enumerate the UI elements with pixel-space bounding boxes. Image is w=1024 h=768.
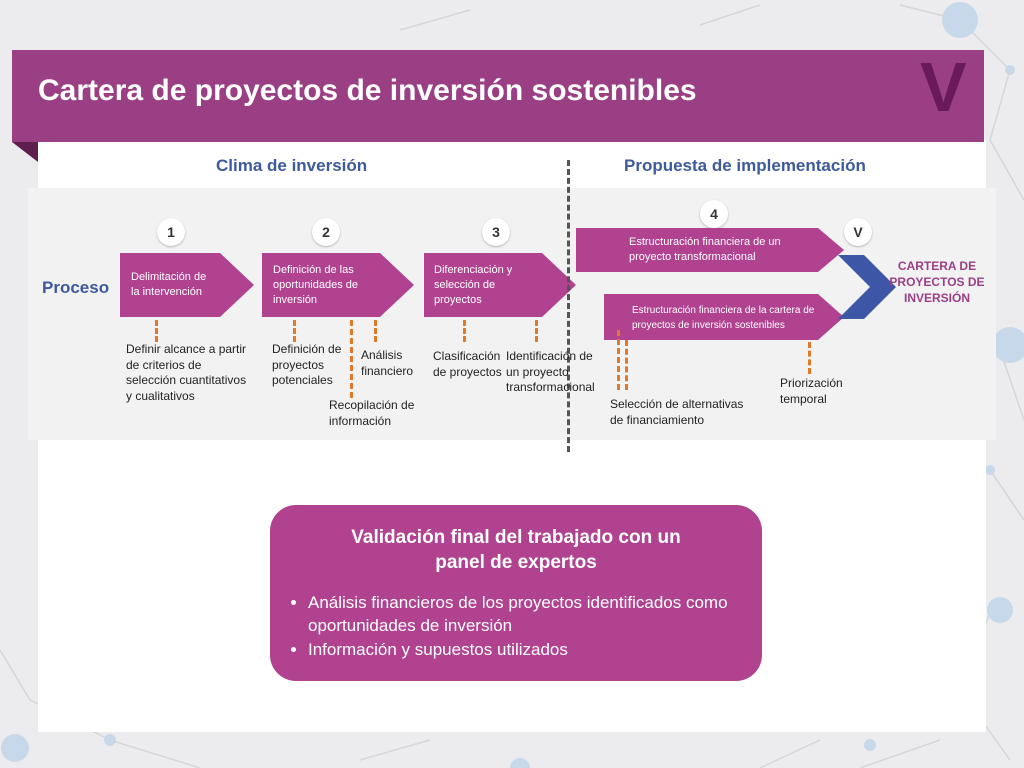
callout-bullet: Información y supuestos utilizados xyxy=(308,638,748,661)
final-arrow-icon xyxy=(838,255,896,319)
expert-validation-callout: Validación final del trabajado con un pa… xyxy=(270,505,762,681)
connector-4a-left xyxy=(617,330,620,390)
note-step-4b: Priorización temporal xyxy=(780,376,843,406)
connector-3a xyxy=(463,320,466,342)
note-step-3b: Identificación de un proyecto transforma… xyxy=(506,349,595,394)
step-4b-label: Estructuración financiera de la cartera … xyxy=(632,305,815,331)
note-step-3a: Clasificación de proyectos xyxy=(433,349,502,379)
connector-4b xyxy=(808,342,811,374)
page-title: Cartera de proyectos de inversión sosten… xyxy=(38,74,697,107)
callout-bullet: Análisis financieros de los proyectos id… xyxy=(308,591,748,637)
step-4a-label: Estructuración financiera de un proyecto… xyxy=(629,236,781,263)
section-numeral: V xyxy=(920,48,967,126)
step-1-label: Delimitación de la intervención xyxy=(131,271,207,298)
phase-divider xyxy=(567,160,570,452)
process-label: Proceso xyxy=(42,278,110,297)
note-step-1: Definir alcance a partir de criterios de… xyxy=(126,342,247,403)
title-banner xyxy=(12,50,984,142)
connector-2c xyxy=(350,320,353,398)
step-3-chevron: Diferenciación y selección de proyectos xyxy=(424,253,576,317)
connector-2a xyxy=(293,320,296,342)
step-2-label: Definición de las oportunidades de inver… xyxy=(273,264,359,306)
note-step-4a: Selección de alternativas de financiamie… xyxy=(610,397,744,427)
connector-1 xyxy=(155,320,158,342)
step-4a-chevron: Estructuración financiera de un proyecto… xyxy=(576,228,844,272)
step-number-4: 4 xyxy=(700,200,728,228)
callout-bullet-list: Análisis financieros de los proyectos id… xyxy=(288,591,748,662)
note-step-2a: Definición de proyectos potenciales xyxy=(272,342,342,387)
callout-title: Validación final del trabajado con un pa… xyxy=(351,527,681,573)
phase-label-propuesta: Propuesta de implementación xyxy=(624,156,866,175)
step-3-label: Diferenciación y selección de proyectos xyxy=(434,264,513,306)
note-step-2b: Análisis financiero xyxy=(361,348,414,378)
connector-2b xyxy=(374,320,377,342)
step-number-3: 3 xyxy=(482,218,510,246)
note-step-2c: Recopilación de información xyxy=(329,398,415,428)
connector-3b xyxy=(535,320,538,342)
step-number-1: 1 xyxy=(157,218,185,246)
step-2-chevron: Definición de las oportunidades de inver… xyxy=(262,253,414,317)
title-banner-fold xyxy=(12,142,38,162)
step-4b-chevron: Estructuración financiera de la cartera … xyxy=(604,294,844,340)
connector-4a-right xyxy=(625,340,628,390)
phase-label-clima: Clima de inversión xyxy=(216,156,368,175)
step-number-final: V xyxy=(844,218,872,246)
step-number-2: 2 xyxy=(312,218,340,246)
final-output-label: CARTERA DE PROYECTOS DE INVERSIÓN xyxy=(889,259,985,305)
